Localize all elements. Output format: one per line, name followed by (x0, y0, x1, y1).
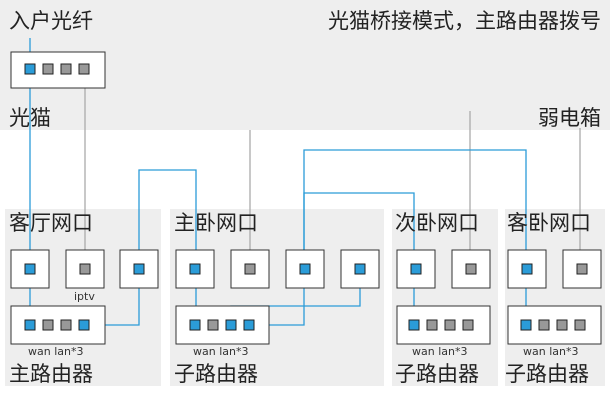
router-lan-port (42, 319, 54, 331)
socket-port (79, 263, 91, 275)
wanlan-label: wan lan*3 (412, 345, 467, 358)
socket-port (133, 263, 145, 275)
master-port-label: 主卧网口 (174, 211, 258, 235)
router-lan-port (538, 319, 550, 331)
wanlan-label: wan lan*3 (193, 345, 248, 358)
router-wan-port (408, 319, 420, 331)
socket-port (465, 263, 477, 275)
wanlan-label: wan lan*3 (523, 345, 578, 358)
socket-port (189, 263, 201, 275)
socket-port (244, 263, 256, 275)
router-lan-port (444, 319, 456, 331)
socket-port (576, 263, 588, 275)
sub-router-label: 子路由器 (174, 362, 258, 386)
gray-cables (84, 69, 581, 270)
modem-port-2 (42, 63, 54, 75)
router-lan-port (60, 319, 72, 331)
router-wan-port (520, 319, 532, 331)
router-lan-port (574, 319, 586, 331)
guest-bedroom-panel (505, 209, 605, 386)
router-lan-port (556, 319, 568, 331)
socket-port (521, 263, 533, 275)
modem-port-1 (24, 63, 36, 75)
router-lan-port (225, 319, 237, 331)
modem-label: 光猫 (9, 106, 51, 130)
wanlan-label: wan lan*3 (28, 345, 83, 358)
living-room-panel (5, 209, 161, 386)
socket-port (354, 263, 366, 275)
router-lan-port (426, 319, 438, 331)
socket-tile (285, 249, 325, 289)
router-lan-port (207, 319, 219, 331)
router-wan-port (24, 319, 36, 331)
wall-sockets (10, 249, 602, 289)
sub-router-label: 子路由器 (505, 362, 589, 386)
modem-port-3 (60, 63, 72, 75)
router-wan-port (189, 319, 201, 331)
modem-port-4 (78, 63, 90, 75)
router-lan-port (78, 319, 90, 331)
socket-port (299, 263, 311, 275)
router-lan-port (462, 319, 474, 331)
guest-port-label: 客卧网口 (507, 211, 591, 235)
living-port-label: 客厅网口 (9, 211, 93, 235)
second-port-label: 次卧网口 (395, 211, 479, 235)
socket-port (24, 263, 36, 275)
second-bedroom-panel (392, 209, 498, 386)
routers (10, 305, 602, 345)
sub-router-label: 子路由器 (395, 362, 479, 386)
socket-port (410, 263, 422, 275)
iptv-label: iptv (74, 290, 95, 303)
master-bedroom-panel (170, 209, 384, 386)
router-lan-port (243, 319, 255, 331)
diagram-title: 光猫桥接模式，主路由器拨号 (328, 9, 601, 33)
main-router-label: 主路由器 (9, 362, 93, 386)
fiber-in-label: 入户光纤 (9, 9, 93, 33)
weak-box-label: 弱电箱 (538, 106, 601, 130)
